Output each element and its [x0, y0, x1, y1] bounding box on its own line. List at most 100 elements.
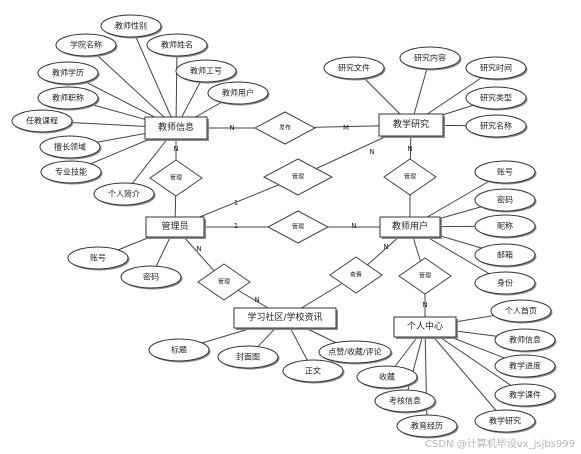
attribute-personal-center: 教学课件: [494, 383, 557, 408]
attribute-label: 研究名称: [480, 121, 512, 131]
attribute-label: 收藏: [379, 372, 395, 382]
attribute-label: 教师姓名: [161, 40, 193, 50]
attribute-label: 封面图: [236, 352, 260, 362]
attribute-teacher-info: 任教课程: [11, 109, 74, 134]
attribute-label: 擅长领域: [54, 142, 86, 152]
cardinality-mark: 1: [234, 199, 238, 207]
attribute-personal-center: 个人首页: [490, 299, 553, 324]
attribute-link: [424, 326, 506, 422]
relation-manage-between: 管理: [262, 158, 334, 196]
entity-label: 学习社区/学校资讯: [247, 311, 322, 323]
attribute-personal-center: 收藏: [356, 365, 419, 390]
cardinality-mark: N: [422, 301, 427, 309]
attribute-label: 专业技能: [55, 167, 87, 177]
attribute-label: 教育经历: [411, 421, 443, 431]
entity-community: 学习社区/学校资讯: [233, 307, 338, 330]
entity-label: 教学研究: [393, 118, 429, 130]
relation-browse: 查看: [329, 256, 383, 294]
attribute-research: 研究名称: [465, 114, 528, 139]
attribute-admin: 账号: [67, 246, 130, 271]
cardinality-mark: 1: [234, 222, 238, 230]
relation-manage-teacher-info: 管理: [149, 159, 203, 197]
attribute-label: 个人首页: [505, 306, 537, 316]
cardinality-mark: N: [369, 148, 374, 156]
relation-manage-personal: 管理: [398, 257, 452, 295]
attribute-label: 教学研究: [489, 416, 521, 426]
relation-label: 管理: [404, 173, 416, 181]
attribute-label: 邮箱: [497, 250, 513, 260]
relation-label: 发布: [279, 124, 291, 132]
attribute-label: 教师学历: [52, 68, 84, 78]
attribute-personal-center: 教育经历: [396, 414, 459, 439]
relation-publish: 发布: [253, 111, 317, 145]
attribute-label: 账号: [90, 254, 106, 263]
attribute-label: 点赞/收藏/评论: [328, 347, 381, 357]
attribute-teacher-info: 学院名称: [55, 33, 118, 58]
relation-label: 管理: [170, 174, 182, 182]
relation-label: 查看: [350, 271, 362, 279]
entity-label: 教师信息: [158, 121, 194, 133]
attribute-label: 昵称: [497, 221, 513, 231]
attribute-teacher-user: 昵称: [474, 214, 537, 239]
cardinality-mark: N: [383, 243, 388, 251]
attribute-teacher-info: 教师用户: [207, 81, 270, 106]
attribute-teacher-user: 邮箱: [474, 243, 537, 268]
entity-teacher-user: 教师用户: [379, 216, 442, 239]
attribute-label: 标题: [171, 345, 187, 355]
attribute-teacher-info: 教师工号: [175, 59, 238, 84]
attribute-label: 教学进度: [509, 361, 541, 371]
attribute-personal-center: 教学研究: [474, 409, 537, 434]
attribute-label: 教师信息: [509, 335, 541, 345]
entity-teacher-info: 教师信息: [144, 116, 209, 141]
attribute-teacher-user: 密码: [474, 188, 537, 213]
attribute-teacher-user: 身份: [474, 271, 537, 296]
attribute-label: 教师职称: [52, 93, 84, 103]
attribute-label: 研究时间: [480, 63, 512, 73]
attribute-label: 考核信息: [389, 396, 421, 406]
attribute-label: 密码: [143, 272, 159, 282]
cardinality-mark: N: [196, 245, 201, 253]
attribute-link: [85, 44, 177, 129]
attribute-label: 学院名称: [70, 40, 102, 50]
attribute-admin: 密码: [120, 265, 183, 290]
attribute-personal-center: 考核信息: [374, 389, 437, 414]
attribute-label: 教师工号: [190, 66, 222, 76]
attribute-community: 封面图: [217, 345, 280, 370]
attribute-teacher-info: 擅长领域: [39, 135, 102, 160]
relation-manage-teacher-user: 管理: [266, 210, 330, 244]
cardinality-mark: M: [343, 124, 349, 132]
cardinality-mark: N: [407, 145, 412, 153]
cardinality-mark: N: [173, 145, 178, 153]
attribute-link: [424, 326, 428, 427]
attribute-label: 教学课件: [509, 390, 541, 400]
attribute-research: 研究类型: [465, 86, 528, 111]
attribute-teacher-info: 个人简介: [93, 182, 156, 207]
attribute-label: 研究文件: [338, 63, 370, 73]
entity-research: 教学研究: [378, 113, 445, 138]
attribute-label: 个人简介: [108, 189, 140, 199]
watermark-text: CSDN @计算机毕设vx_jsjbs999: [425, 439, 575, 450]
cardinality-mark: N: [254, 296, 259, 304]
attribute-label: 密码: [497, 195, 513, 205]
relation-manage-community: 管理: [197, 263, 251, 301]
attribute-link: [130, 25, 177, 129]
attribute-label: 研究类型: [480, 93, 512, 103]
attribute-label: 教师用户: [222, 88, 254, 98]
cardinality-mark: N: [229, 124, 234, 132]
relation-label: 管理: [292, 223, 304, 231]
attribute-label: 身份: [497, 278, 513, 288]
relation-label: 管理: [292, 173, 304, 181]
entity-label: 个人中心: [407, 320, 443, 332]
entity-personal-center: 个人中心: [393, 316, 458, 339]
entity-label: 教师用户: [392, 220, 428, 232]
attribute-teacher-user: 账号: [474, 160, 537, 185]
entity-label: 管理员: [161, 220, 188, 232]
attribute-teacher-info: 教师性别: [100, 14, 163, 39]
attribute-teacher-info: 教师学历: [37, 61, 100, 86]
attribute-label: 研究内容: [414, 53, 446, 63]
attribute-link: [175, 44, 178, 129]
attribute-link: [404, 326, 426, 402]
attribute-community: 标题: [148, 338, 211, 363]
attribute-community: 点赞/收藏/评论: [318, 340, 393, 365]
